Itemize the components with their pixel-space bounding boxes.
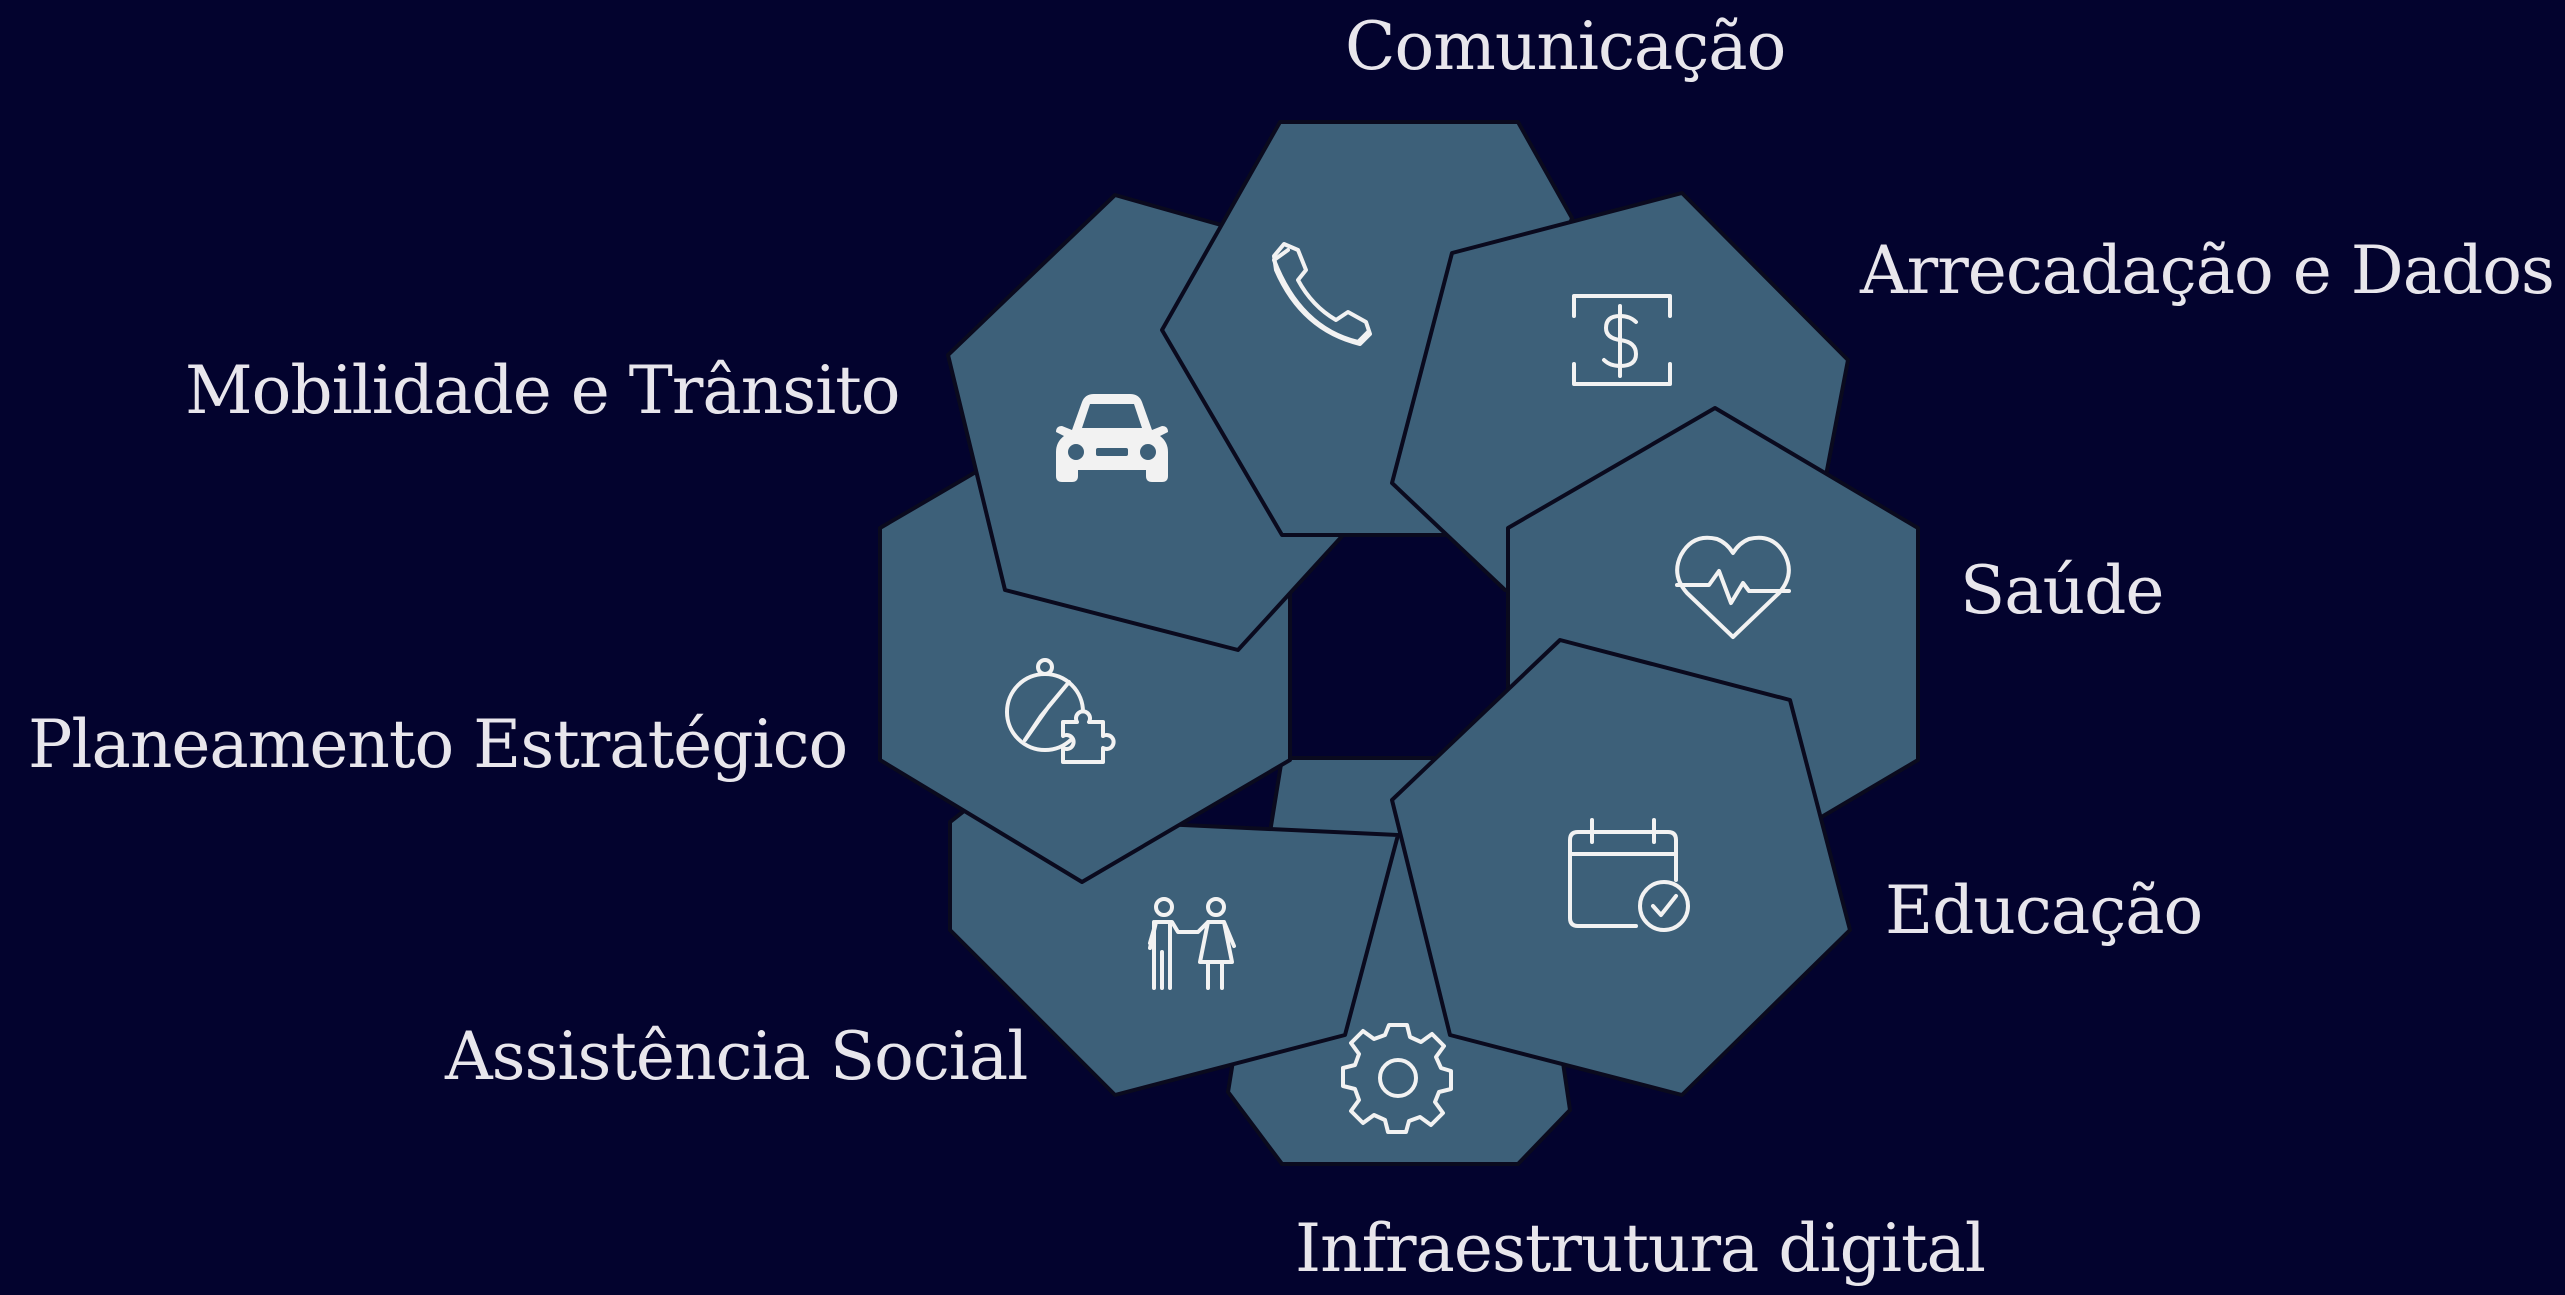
people-icon <box>1148 897 1236 990</box>
compass-puzzle-icon <box>1005 658 1116 764</box>
car-icon <box>1056 394 1168 482</box>
label-educacao: Educação <box>1885 872 2203 949</box>
label-mobilidade-transito: Mobilidade e Trânsito <box>185 352 900 429</box>
segment-educacao <box>1390 638 1852 1097</box>
dollar-icon <box>1572 294 1672 386</box>
label-planeamento-estrategico: Planeamento Estratégico <box>28 706 848 783</box>
gear-icon <box>1341 1023 1453 1134</box>
heart-pulse-icon <box>1675 535 1791 639</box>
label-comunicacao: Comunicação <box>1345 8 1786 85</box>
segment-educacao-shape <box>1390 638 1852 1097</box>
phone-icon <box>1272 242 1372 346</box>
label-assistencia-social: Assistência Social <box>445 1018 1028 1095</box>
label-saude: Saúde <box>1960 552 2164 629</box>
calendar-check-icon <box>1568 818 1690 932</box>
label-arrecadacao-dados: Arrecadação e Dados <box>1860 232 2555 309</box>
label-infraestrutura-digital: Infraestrutura digital <box>1295 1210 1986 1287</box>
